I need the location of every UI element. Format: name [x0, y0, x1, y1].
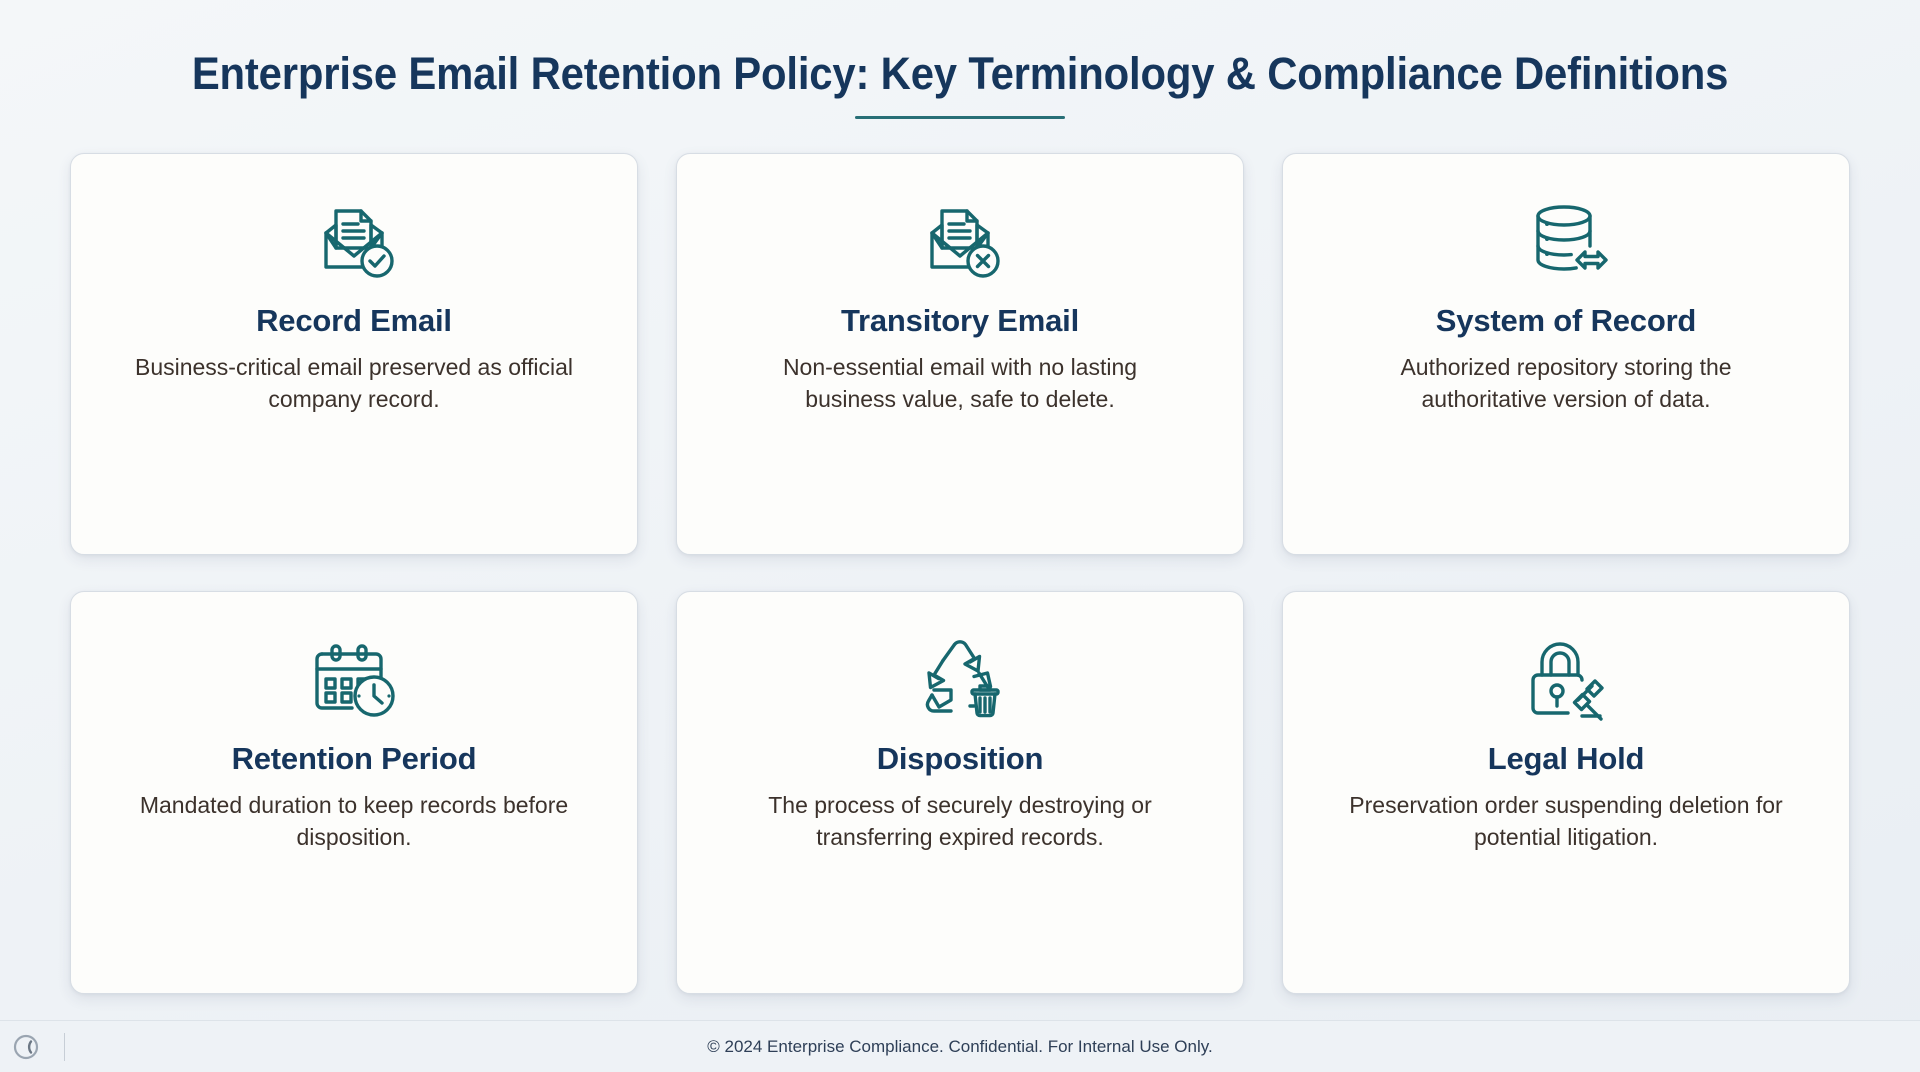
- recycle-trash-icon: [910, 626, 1010, 730]
- card-legal-hold[interactable]: Legal Hold Preservation order suspending…: [1282, 591, 1850, 994]
- card-title: Disposition: [876, 741, 1044, 777]
- card-title: Record Email: [256, 302, 452, 338]
- title-block: Enterprise Email Retention Policy: Key T…: [0, 0, 1920, 119]
- footer-copyright: © 2024 Enterprise Compliance. Confidenti…: [707, 1036, 1213, 1056]
- card-description: The process of securely destroying or tr…: [768, 792, 1152, 851]
- card-title: System of Record: [1435, 302, 1697, 338]
- card-transitory-email[interactable]: Transitory Email Non-essential email wit…: [676, 152, 1244, 556]
- card-title: Transitory Email: [840, 302, 1079, 338]
- card-title: Legal Hold: [1487, 741, 1645, 777]
- card-description: Mandated duration to keep records before…: [139, 792, 569, 851]
- card-description: Non-essential email with no lasting busi…: [782, 353, 1138, 412]
- card-title: Retention Period: [231, 741, 477, 777]
- envelope-document-check-icon: [304, 188, 404, 292]
- envelope-document-x-icon: [910, 188, 1010, 292]
- lock-gavel-icon: [1516, 626, 1616, 730]
- letter-c-logo-icon: [0, 1021, 52, 1072]
- card-retention-period[interactable]: Retention Period Mandated duration to ke…: [70, 591, 638, 994]
- definition-card-grid: Record Email Business-critical email pre…: [0, 119, 1920, 1020]
- card-system-of-record[interactable]: System of Record Authorized repository s…: [1282, 152, 1850, 556]
- brand-mark: [0, 1021, 65, 1072]
- footer-divider: [64, 1033, 65, 1061]
- card-record-email[interactable]: Record Email Business-critical email pre…: [70, 152, 638, 556]
- title-underline-accent: [855, 115, 1065, 119]
- card-description: Preservation order suspending deletion f…: [1349, 792, 1783, 851]
- card-disposition[interactable]: Disposition The process of securely dest…: [676, 591, 1244, 994]
- card-description: Authorized repository storing the author…: [1400, 353, 1732, 412]
- page-title: Enterprise Email Retention Policy: Key T…: [191, 48, 1729, 99]
- calendar-clock-icon: [304, 626, 404, 730]
- card-description: Business-critical email preserved as off…: [134, 353, 574, 412]
- footer-bar: © 2024 Enterprise Compliance. Confidenti…: [0, 1020, 1920, 1072]
- database-transfer-icon: [1516, 188, 1616, 292]
